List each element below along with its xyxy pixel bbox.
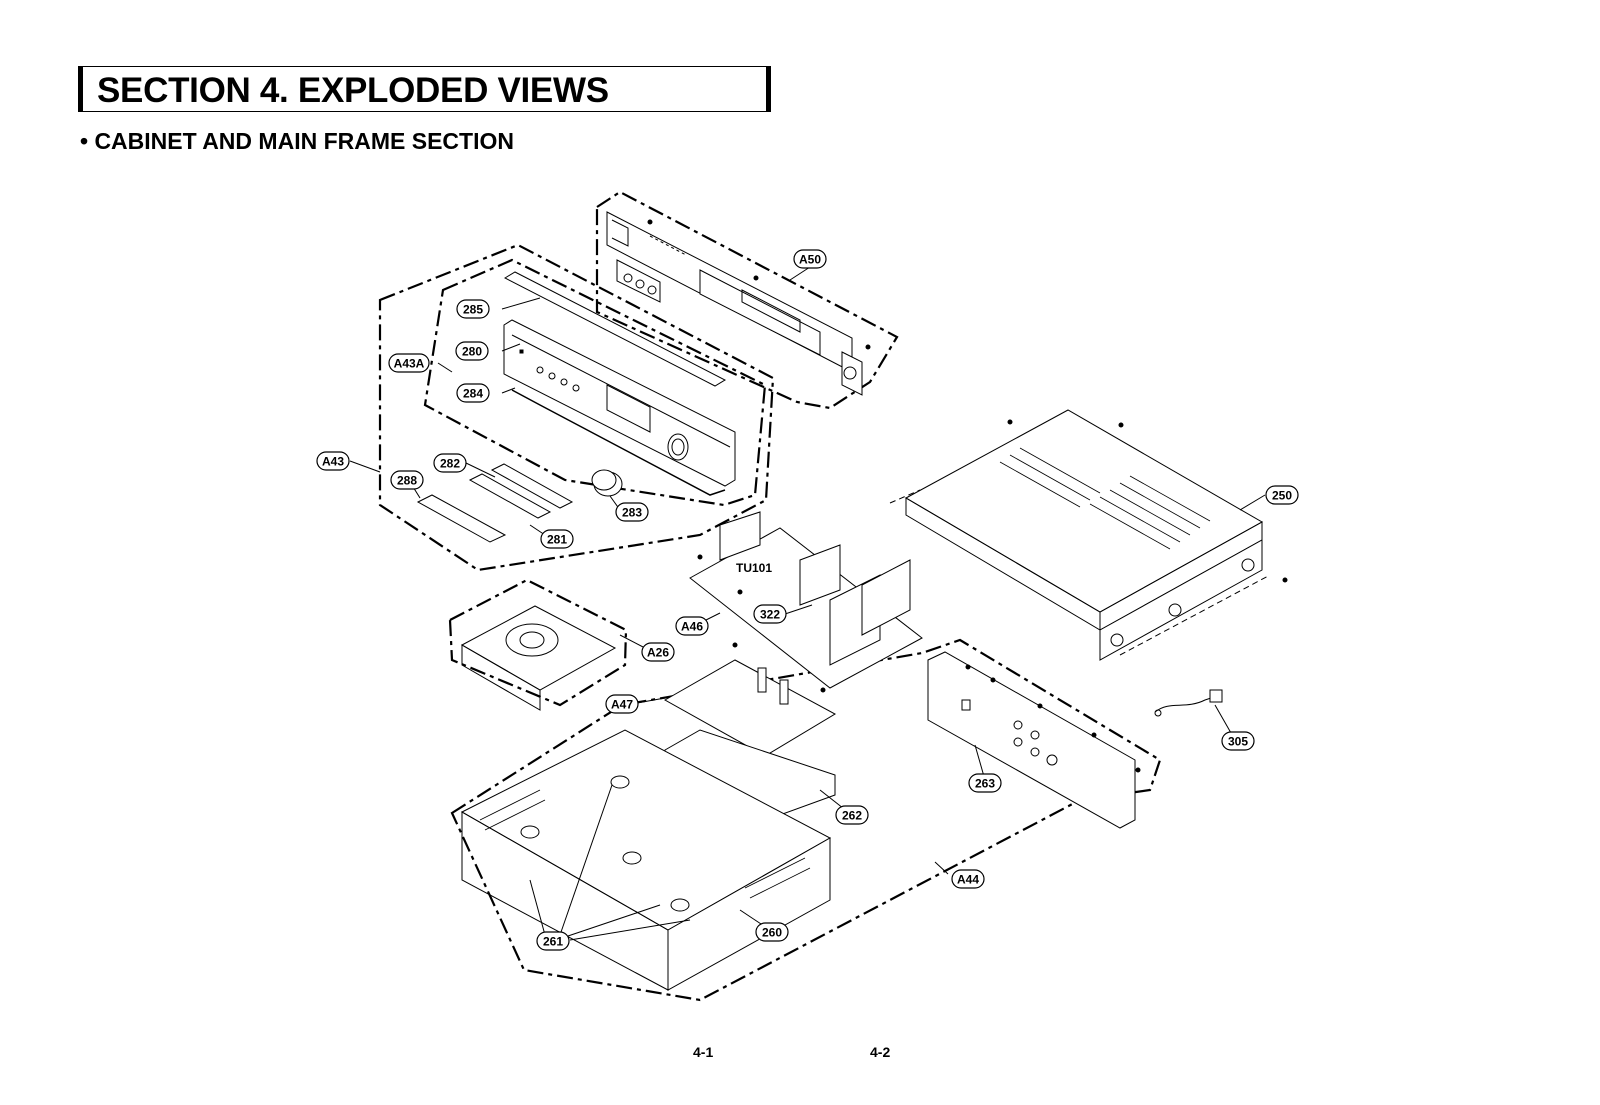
group-boundaries bbox=[378, 190, 1162, 1002]
callout-a50: A50 bbox=[793, 249, 827, 269]
section-title-box: SECTION 4. EXPLODED VIEWS bbox=[78, 66, 771, 112]
callout-a43: A43 bbox=[316, 451, 350, 471]
section-subtitle: • CABINET AND MAIN FRAME SECTION bbox=[80, 128, 514, 154]
callout-label: A44 bbox=[957, 873, 979, 887]
callout-label: 250 bbox=[1272, 489, 1292, 503]
callout-label: 285 bbox=[463, 303, 483, 317]
callout-a46: A46 bbox=[675, 616, 709, 636]
callout-250: 250 bbox=[1265, 485, 1299, 505]
a46-main-board bbox=[689, 511, 923, 689]
a47-board bbox=[663, 642, 837, 757]
callout-label: 261 bbox=[543, 935, 563, 949]
callout-label: 280 bbox=[462, 345, 482, 359]
callout-262: 262 bbox=[835, 805, 869, 825]
callout-283: 283 bbox=[615, 502, 649, 522]
callout-263: 263 bbox=[968, 773, 1002, 793]
callout-288: 288 bbox=[390, 470, 424, 490]
callout-280: 280 bbox=[455, 341, 489, 361]
boundary-a26 bbox=[448, 578, 628, 707]
callout-label: 282 bbox=[440, 457, 460, 471]
callout-label: 262 bbox=[842, 809, 862, 823]
callout-label: A46 bbox=[681, 620, 703, 634]
page-number-right: 4-2 bbox=[870, 1044, 891, 1060]
rear-panel-263 bbox=[927, 651, 1141, 829]
callout-284: 284 bbox=[456, 383, 490, 403]
boundary-a43a bbox=[423, 258, 767, 507]
callout-label: A26 bbox=[647, 646, 669, 660]
callout-label: 288 bbox=[397, 474, 417, 488]
callout-285: 285 bbox=[456, 299, 490, 319]
callout-322: 322 bbox=[753, 604, 787, 624]
callout-a26: A26 bbox=[641, 642, 675, 662]
callout-label: A47 bbox=[611, 698, 633, 712]
top-cover-250 bbox=[889, 409, 1288, 661]
callout-label: 322 bbox=[760, 608, 780, 622]
callout-a43a: A43A bbox=[388, 353, 430, 373]
tuner-label: TU101 bbox=[736, 561, 772, 575]
callout-261: 261 bbox=[536, 931, 570, 951]
callout-a44: A44 bbox=[951, 869, 985, 889]
callout-label: A50 bbox=[799, 253, 821, 267]
callout-281: 281 bbox=[540, 529, 574, 549]
callout-label: 260 bbox=[762, 926, 782, 940]
section-title: SECTION 4. EXPLODED VIEWS bbox=[97, 71, 609, 110]
callout-label: 283 bbox=[622, 506, 642, 520]
callout-a47: A47 bbox=[605, 694, 639, 714]
callout-label: 305 bbox=[1228, 735, 1248, 749]
page-number-left: 4-1 bbox=[693, 1044, 714, 1060]
callout-label: 284 bbox=[463, 387, 483, 401]
callout-label: A43A bbox=[394, 357, 425, 371]
chassis-260 bbox=[460, 729, 832, 991]
callout-label: 263 bbox=[975, 777, 995, 791]
callout-label: 281 bbox=[547, 533, 567, 547]
a26-cd-loader bbox=[460, 605, 617, 711]
callout-305: 305 bbox=[1221, 731, 1255, 751]
callout-282: 282 bbox=[433, 453, 467, 473]
power-cord-305 bbox=[1154, 689, 1223, 717]
front-panel-assembly bbox=[416, 271, 736, 543]
callout-260: 260 bbox=[755, 922, 789, 942]
boundary-a44 bbox=[450, 638, 1162, 1002]
callout-label: A43 bbox=[322, 455, 344, 469]
a50-assembly bbox=[606, 211, 871, 396]
